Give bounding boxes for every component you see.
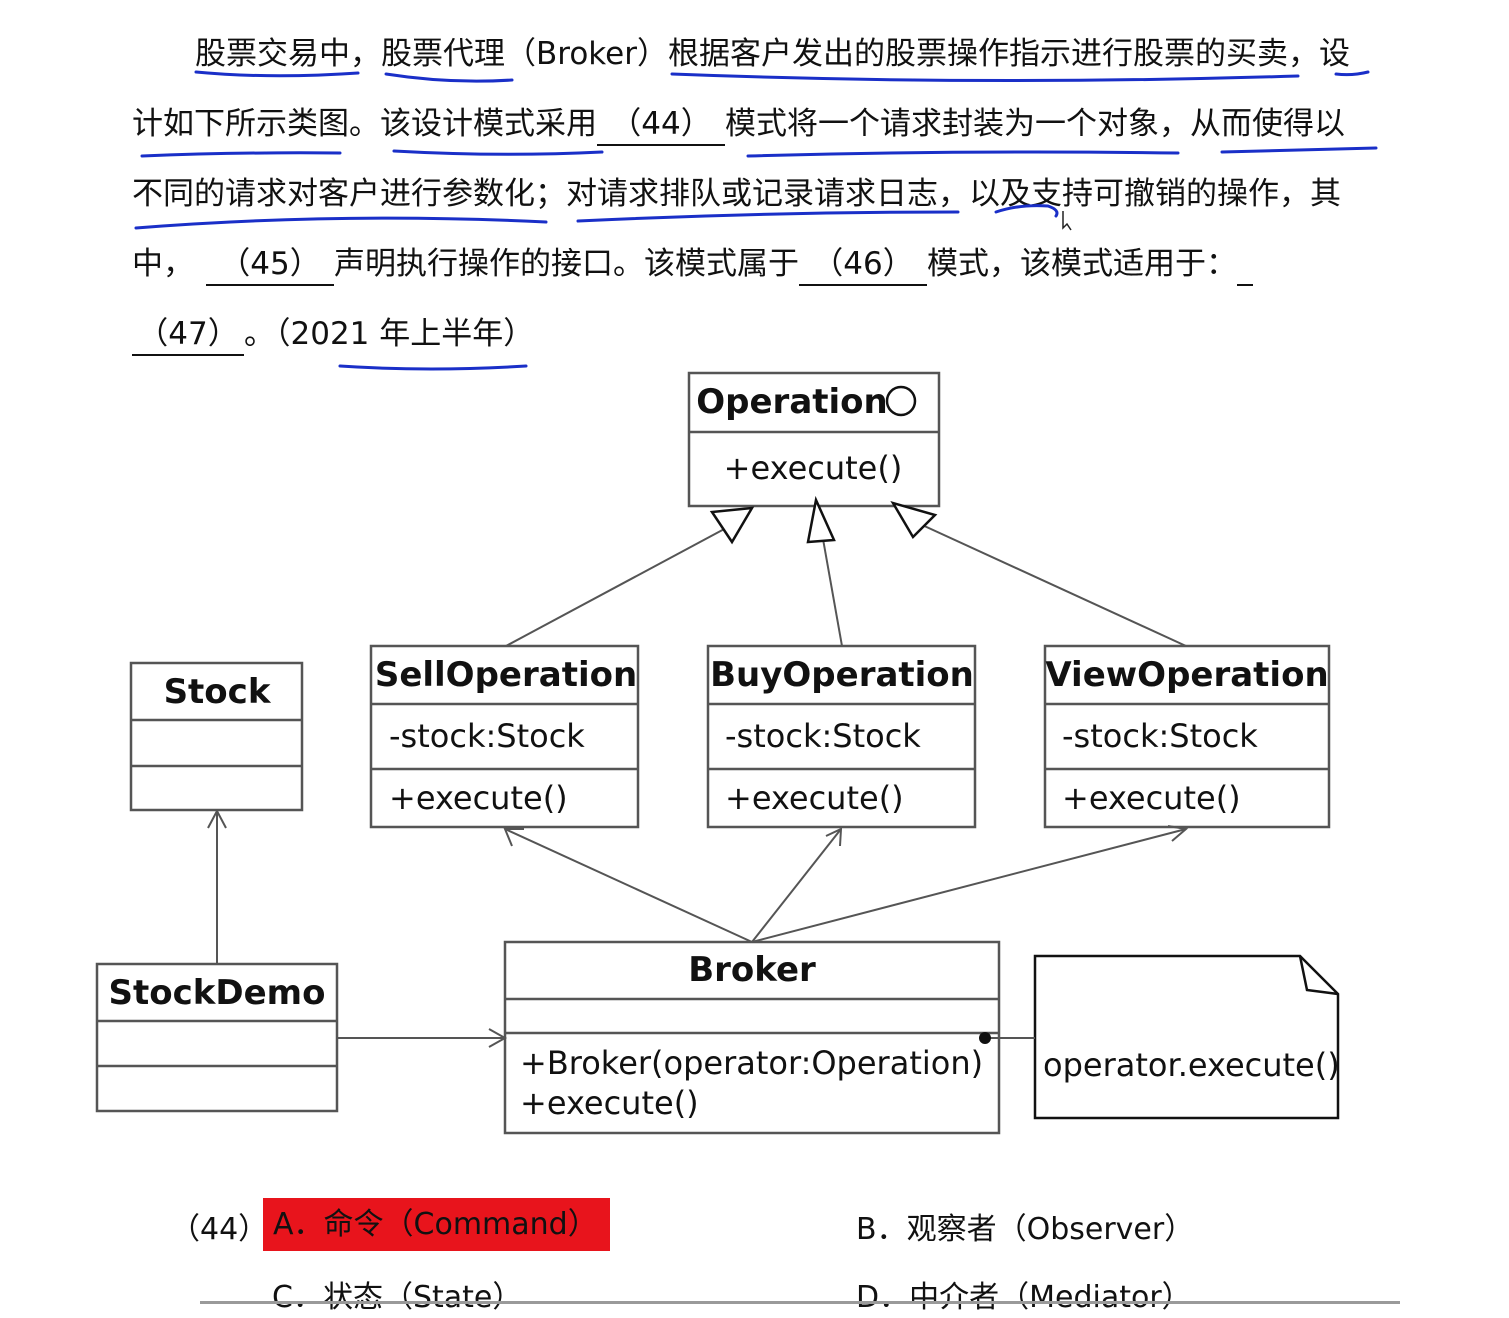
- buyoperation-method: +execute(): [725, 779, 904, 817]
- open-arrowhead-icon: [488, 1028, 508, 1048]
- association-broker-sell: [504, 828, 753, 943]
- selloperation-method: +execute(): [389, 779, 568, 817]
- blank-45: （45）: [206, 244, 334, 286]
- note-box: [1033, 954, 1340, 1120]
- question-line-3: 不同的请求对客户进行参数化；对请求排队或记录请求日志，以及支持可撤销的操作，其: [132, 174, 1341, 214]
- option-b-label: B．观察者（Observer）: [856, 1212, 1195, 1247]
- realization-line-sell: [505, 526, 729, 647]
- question-text: 。（2021 年上半年）: [244, 316, 535, 352]
- realization-line-view: [919, 523, 1187, 647]
- open-arrowhead-icon: [503, 828, 524, 847]
- broker-method: +execute(): [520, 1084, 699, 1122]
- question-text: 声明执行操作的接口。该模式属于: [334, 246, 799, 282]
- hollow-arrowhead-icon: [890, 500, 938, 540]
- note-anchor-dot-icon: [979, 1032, 991, 1044]
- stock-class-name: Stock: [164, 672, 272, 712]
- note-text: operator.execute(): [1043, 1046, 1340, 1084]
- page-bottom-divider: [200, 1301, 1400, 1304]
- broker-constructor: +Broker(operator:Operation): [520, 1044, 983, 1082]
- option-a-label: A．命令（Command）: [273, 1207, 598, 1242]
- viewoperation-class-box: [1043, 644, 1331, 829]
- blank-44: （44）: [597, 104, 725, 146]
- association-broker-view: [751, 828, 1187, 943]
- selloperation-attribute: -stock:Stock: [389, 717, 585, 755]
- question-text: 股票交易中，股票代理（Broker）根据客户发出的股票操作指示进行股票的买卖，设: [195, 36, 1350, 72]
- open-arrowhead-icon: [207, 808, 227, 829]
- option-d[interactable]: D．中介者（Mediator）: [856, 1278, 1192, 1318]
- viewoperation-method: +execute(): [1062, 779, 1241, 817]
- broker-class-name: Broker: [688, 950, 816, 990]
- question-text: 模式将一个请求封装为一个对象，从而使得以: [725, 106, 1345, 142]
- option-c[interactable]: C．状态（State）: [272, 1278, 522, 1318]
- question-line-4: 中， （45）声明执行操作的接口。该模式属于（46）模式，该模式适用于：: [132, 244, 1253, 286]
- viewoperation-attribute: -stock:Stock: [1062, 717, 1258, 755]
- viewoperation-class-name: ViewOperation: [1045, 655, 1328, 695]
- association-broker-buy: [751, 828, 842, 943]
- buyoperation-class-name: BuyOperation: [710, 655, 974, 695]
- option-b[interactable]: B．观察者（Observer）: [856, 1210, 1194, 1250]
- question-text: 中，: [132, 246, 194, 282]
- question-line-2: 计如下所示类图。该设计模式采用（44）模式将一个请求封装为一个对象，从而使得以: [132, 104, 1345, 146]
- open-arrowhead-icon: [1167, 825, 1189, 842]
- question-number-44: （44）: [170, 1212, 269, 1247]
- blank-47: （47）: [132, 314, 244, 356]
- interface-circle-icon: [885, 385, 917, 417]
- buyoperation-attribute: -stock:Stock: [725, 717, 921, 755]
- question-text: 计如下所示类图。该设计模式采用: [132, 106, 597, 142]
- hollow-arrowhead-icon: [709, 506, 755, 545]
- open-arrowhead-icon: [825, 827, 843, 847]
- hollow-arrowhead-icon: [806, 495, 836, 544]
- option-d-label: D．中介者（Mediator）: [856, 1280, 1192, 1315]
- blank-47-start: [1237, 244, 1253, 286]
- selloperation-class-box: [369, 644, 640, 829]
- option-c-label: C．状态（State）: [272, 1280, 523, 1315]
- blank-46: （46）: [799, 244, 927, 286]
- stockdemo-class-name: StockDemo: [109, 973, 326, 1013]
- question-line-5: （47）。（2021 年上半年）: [132, 314, 534, 356]
- selloperation-class-name: SellOperation: [375, 655, 637, 695]
- question-text: 不同的请求对客户进行参数化；对请求排队或记录请求日志，以及支持可撤销的操作，其: [132, 176, 1341, 212]
- question-line-1: 股票交易中，股票代理（Broker）根据客户发出的股票操作指示进行股票的买卖，设: [195, 34, 1350, 74]
- operation-class-name: Operation: [696, 382, 887, 422]
- operation-method: +execute(): [724, 449, 903, 487]
- realization-line-buy: [822, 538, 843, 647]
- option-a-selected[interactable]: A．命令（Command）: [263, 1198, 610, 1251]
- question-text: 模式，该模式适用于：: [927, 246, 1237, 282]
